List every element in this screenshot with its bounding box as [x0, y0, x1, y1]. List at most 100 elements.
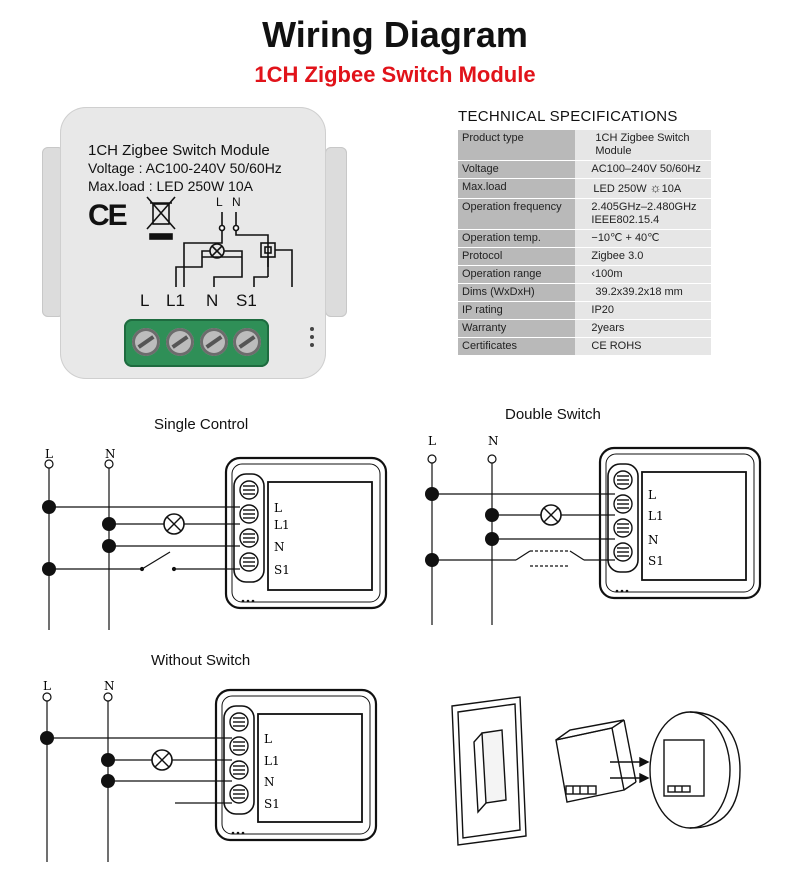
line-label: N [105, 447, 116, 461]
weee-bin-icon [146, 196, 176, 240]
module-wiring-schematic [146, 196, 293, 287]
without-switch-title: Without Switch [151, 652, 251, 669]
module-terminal-label: N [206, 291, 219, 310]
wall-switch-icon [451, 696, 527, 846]
spec-label: Dims (WxDxH) [458, 283, 576, 302]
indicator-dot [310, 335, 314, 339]
junction-dot [425, 553, 439, 567]
module-outline [224, 456, 388, 610]
lamp-icon [151, 749, 173, 771]
terminal-label: N [648, 533, 659, 547]
terminal-label: N [264, 775, 275, 789]
module-terminal-label: S1 [236, 291, 257, 310]
table-row: Max.load LED 250W ☼10A [458, 178, 711, 199]
spec-label: Max.load [458, 178, 576, 199]
lamp-icon [540, 504, 562, 526]
terminal-label: L [264, 732, 272, 746]
spec-label: Voltage [458, 160, 576, 179]
sun-icon: ☼ [649, 180, 662, 195]
terminal-label: S1 [264, 797, 280, 811]
mounting-ear-right [325, 147, 347, 317]
wall-box-icon [649, 711, 741, 829]
terminal-block [124, 319, 269, 367]
junction-dot [425, 487, 439, 501]
spec-label: Operation temp. [458, 229, 576, 248]
double-switch-title: Double Switch [505, 406, 601, 423]
module-icon [555, 719, 637, 803]
spec-value: ‹100m [575, 265, 711, 284]
spec-label: IP rating [458, 301, 576, 320]
terminal-screw [233, 328, 261, 356]
mounting-ear-left [42, 147, 64, 317]
without-switch-diagram [42, 692, 232, 862]
indicator-dot [310, 327, 314, 331]
spec-label: Operation range [458, 265, 576, 284]
junction-dot [101, 753, 115, 767]
line-label: L [43, 679, 51, 693]
spec-value: −10℃ + 40℃ [575, 229, 711, 248]
spec-value: 1CH Zigbee Switch Module [575, 130, 711, 161]
terminal-label: S1 [648, 554, 664, 568]
line-label: N [104, 679, 115, 693]
spec-label: Operation frequency [458, 198, 576, 230]
junction-dot [101, 774, 115, 788]
junction-dot [42, 562, 56, 576]
line-label: N [488, 434, 499, 448]
spec-value-extra: IEEE802.15.4 [591, 214, 660, 226]
terminal-label: L1 [264, 754, 280, 768]
spec-value: CE ROHS [575, 337, 711, 356]
module-terminal-label: L1 [166, 291, 185, 310]
spec-value: 2.405GHz–2.480GHz [591, 201, 697, 213]
line-label: L [428, 434, 436, 448]
terminal-label: L1 [274, 518, 290, 532]
module-outline [214, 688, 378, 842]
spec-label: Certificates [458, 337, 576, 356]
module-photo: 1CH Zigbee Switch Module Voltage : AC100… [42, 107, 347, 383]
junction-dot [40, 731, 54, 745]
spec-label: Warranty [458, 319, 576, 338]
page-subtitle: 1CH Zigbee Switch Module [254, 62, 536, 87]
terminal-screw [166, 328, 194, 356]
lamp-icon [163, 513, 185, 535]
spec-value: Zigbee 3.0 [575, 247, 711, 266]
single-control-diagram [44, 459, 240, 630]
specs-title: TECHNICAL SPECIFICATIONS [458, 108, 678, 125]
spec-label: Protocol [458, 247, 576, 266]
page-title: Wiring Diagram [262, 14, 528, 55]
terminal-label: L [648, 488, 656, 502]
junction-dot [485, 532, 499, 546]
table-row: Dims (WxDxH)39.2x39.2x18 mm [458, 283, 711, 302]
spec-value: 39.2x39.2x18 mm [575, 283, 711, 302]
module-top-terminal-label: L [216, 195, 223, 209]
ce-mark: CE [88, 199, 128, 232]
spec-label: Product type [458, 130, 576, 161]
table-row: Operation temp.−10℃ + 40℃ [458, 229, 711, 248]
terminal-label: S1 [274, 563, 290, 577]
spec-value: AC100–240V 50/60Hz [575, 160, 711, 179]
single-control-title: Single Control [154, 416, 249, 433]
double-switch-diagram [427, 454, 615, 625]
module-label-voltage: Voltage : AC100-240V 50/60Hz [88, 160, 282, 176]
terminal-label: L1 [648, 509, 664, 523]
terminal-screw [200, 328, 228, 356]
module-top-terminal-label: N [232, 195, 241, 209]
module-label-name: 1CH Zigbee Switch Module [88, 142, 270, 159]
module-terminal-label: L [140, 291, 150, 310]
terminal-screw [132, 328, 160, 356]
spec-value: IP20 [575, 301, 711, 320]
spec-value: LED 250W [593, 183, 647, 195]
junction-dot [102, 539, 116, 553]
indicator-dot [310, 343, 314, 347]
junction-dot [102, 517, 116, 531]
spec-value-extra: 10A [661, 183, 682, 195]
module-label-load: Max.load : LED 250W 10A [88, 178, 253, 194]
